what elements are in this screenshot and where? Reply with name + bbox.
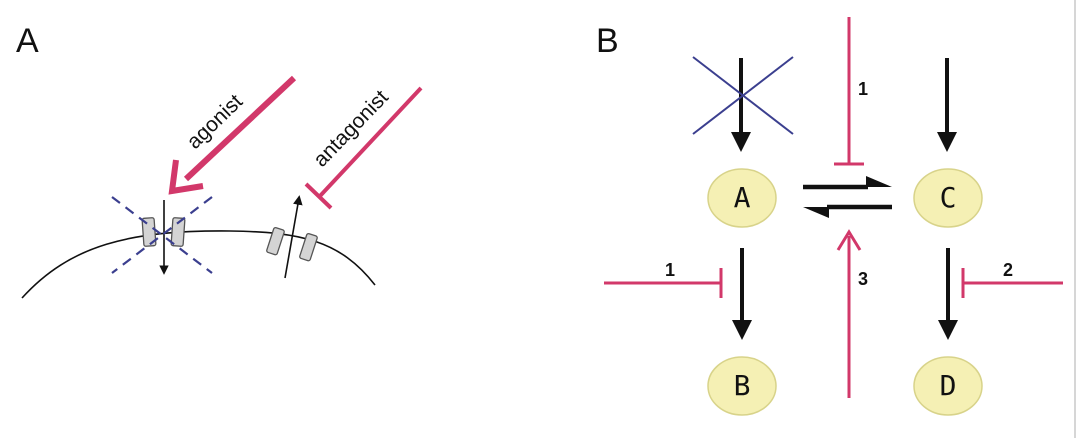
receptor-subunit: [141, 217, 157, 247]
node-a: A: [707, 168, 777, 228]
inhibitor-top-label: 1: [858, 79, 868, 99]
receptor-left: [141, 200, 186, 275]
node-c: C: [913, 168, 983, 228]
reversible-reaction: [803, 176, 892, 218]
inhibitor-left: [604, 268, 723, 298]
node-a-label: A: [734, 181, 751, 214]
panel-b-label: B: [596, 22, 619, 60]
node-d: D: [913, 356, 983, 416]
blocked-cross-solid: [692, 56, 794, 135]
receptor-current-arrow: [284, 195, 303, 279]
receptor-subunit: [299, 232, 318, 262]
blocked-cross-dashed: [111, 196, 213, 274]
activator-bottom: [836, 229, 862, 398]
receptor-subunit: [170, 217, 186, 247]
cell-membrane: [21, 230, 376, 299]
node-b-label: B: [734, 369, 751, 402]
panel-a: A agonist antagoni: [16, 22, 423, 299]
inhibitor-left-label: 1: [665, 260, 675, 280]
agonist-label: agonist: [182, 90, 247, 154]
inhibitor-right: [961, 268, 1063, 298]
forward-half-head: [866, 176, 892, 187]
agonist-arrow: [168, 75, 297, 195]
inhibitor-right-label: 2: [1003, 260, 1013, 280]
receptor-subunit: [266, 226, 285, 256]
node-b: B: [707, 356, 777, 416]
activator-bottom-label: 3: [858, 269, 868, 289]
panel-b: B 1 A C B D: [596, 17, 1063, 416]
node-d-label: D: [940, 369, 957, 402]
antagonist-inhibitor: [304, 86, 423, 210]
inhibitor-top: [834, 17, 864, 166]
node-c-label: C: [940, 181, 957, 214]
reverse-half-head: [803, 207, 829, 218]
panel-a-label: A: [16, 22, 39, 60]
receptor-right: [266, 195, 318, 279]
